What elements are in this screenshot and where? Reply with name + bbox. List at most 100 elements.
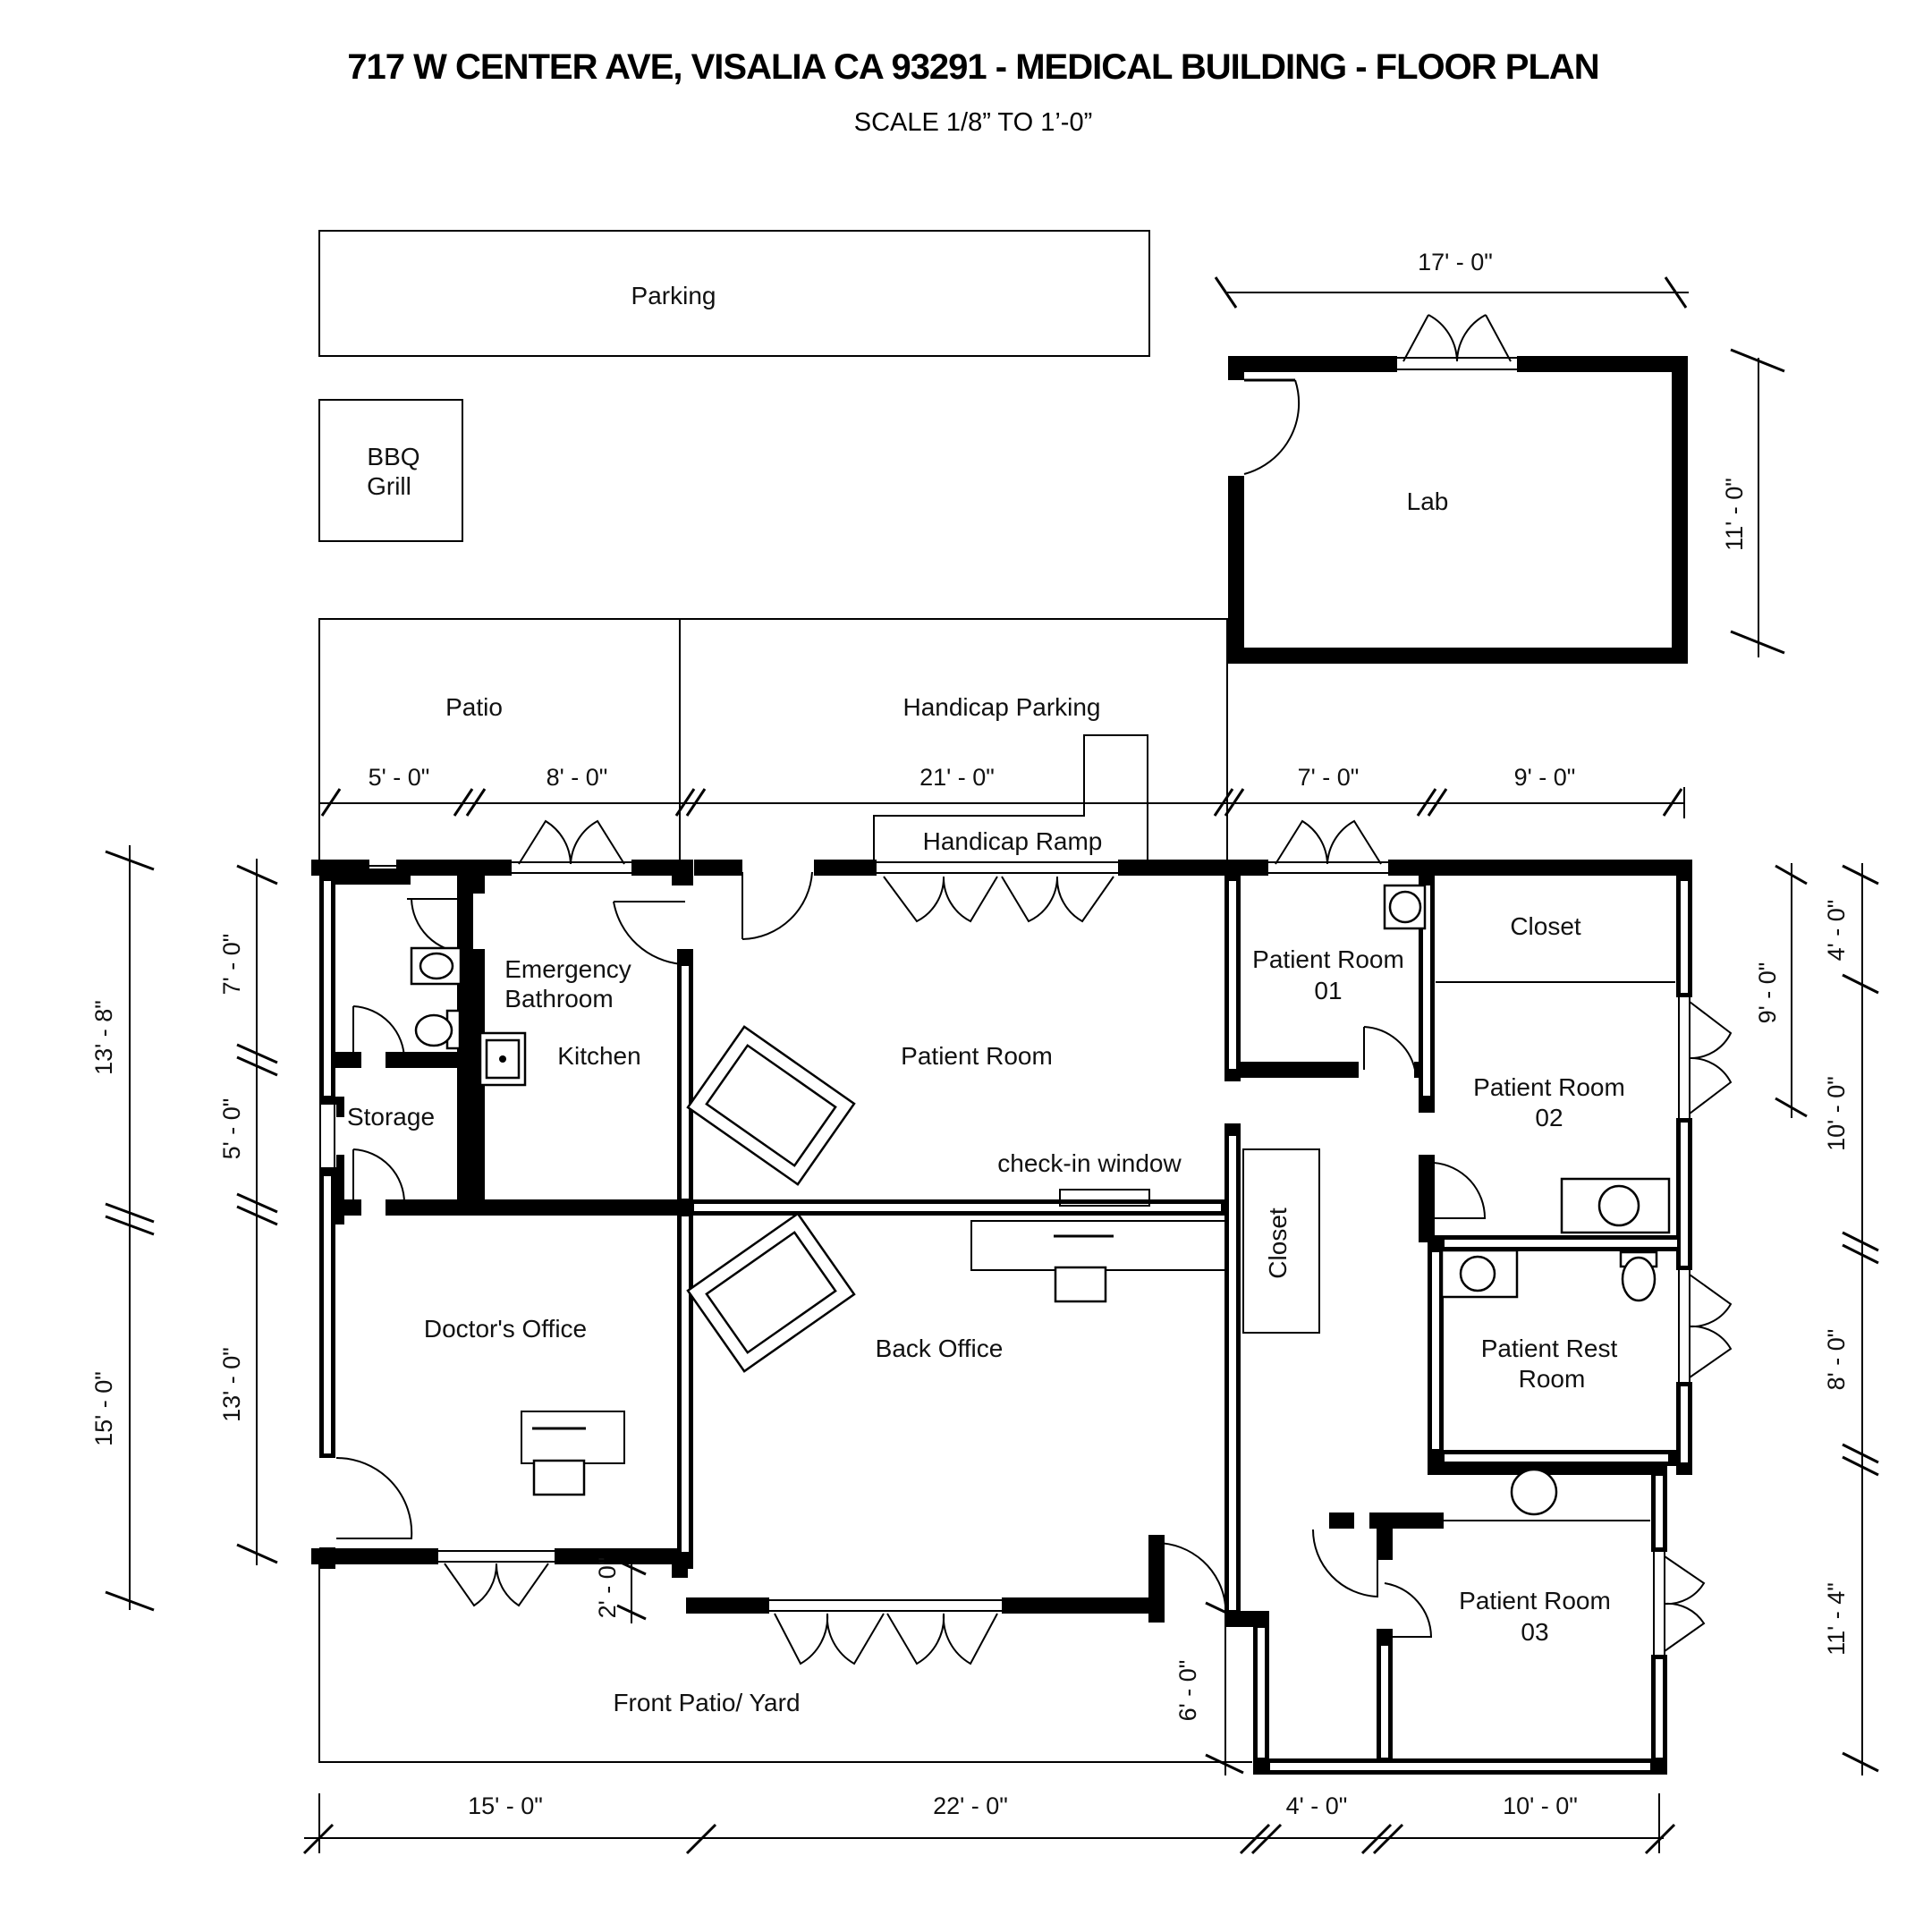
wall-cores: [324, 881, 1688, 1770]
patient-rest-room-label-2: Room: [1519, 1365, 1586, 1393]
lab-label: Lab: [1407, 487, 1449, 515]
reception-desk: [970, 1220, 1227, 1271]
front-patio-area: [318, 1561, 1252, 1763]
doctors-chair: [532, 1427, 586, 1496]
patient-room-top-windows: [877, 859, 1118, 923]
bbq-grill: [318, 399, 463, 542]
corridor-depth-dimension: [1205, 1601, 1244, 1775]
bbq-label-line1: BBQ: [367, 443, 419, 470]
check-in-window: [1059, 1189, 1150, 1207]
patient-room-01-label-1: Patient Room: [1252, 945, 1404, 973]
doctors-desk: [521, 1411, 625, 1464]
right-dim-9: 9' - 0": [1754, 962, 1781, 1024]
kitchen-label: Kitchen: [557, 1042, 640, 1070]
plan-title: 717 W CENTER AVE, VISALIA CA 93291 - MED…: [347, 47, 1598, 87]
parking-label: Parking: [631, 282, 716, 309]
storage-doors: [318, 1005, 406, 1204]
sink-room-02: [1560, 1177, 1671, 1234]
emergency-bathroom-label-1: Emergency: [504, 955, 631, 983]
left-dim-13: 13' - 0": [218, 1347, 245, 1422]
closet-vertical: [1242, 1148, 1320, 1334]
kitchen-storage-walls: [399, 869, 485, 1216]
right-windows: [1650, 997, 1733, 1655]
corridor-door: [1311, 1529, 1433, 1638]
patient-room-03-label-1: Patient Room: [1459, 1587, 1611, 1614]
left-dim-13-8: 13' - 8": [90, 1000, 117, 1075]
lab-width-label: 17' - 0": [1418, 249, 1493, 275]
handicap-ramp-label: Handicap Ramp: [923, 827, 1103, 855]
top-dim-5: 5' - 0": [369, 764, 430, 791]
toilet-rest-room: [1619, 1250, 1658, 1302]
closet-vertical-label: Closet: [1264, 1208, 1292, 1279]
patient-room-label: Patient Room: [901, 1042, 1053, 1070]
check-in-window-label: check-in window: [997, 1149, 1182, 1177]
storage-label: Storage: [347, 1103, 435, 1131]
left-dim-5: 5' - 0": [218, 1098, 245, 1160]
sink-rest-room: [1440, 1249, 1519, 1299]
exam-table-back-office: [686, 1212, 856, 1373]
patient-room-01-top-door: [1268, 819, 1388, 877]
patient-room-02-label-1: Patient Room: [1473, 1073, 1625, 1101]
bottom-dim-4: 4' - 0": [1286, 1792, 1348, 1819]
patient-room-01-label-2: 01: [1314, 977, 1342, 1004]
back-office-exit-door: [1156, 1542, 1226, 1606]
patio-label: Patio: [445, 693, 503, 721]
doctors-office-door: [318, 1456, 413, 1547]
left-dim-7: 7' - 0": [218, 934, 245, 996]
patient-room-03-label-2: 03: [1521, 1618, 1548, 1646]
patio-area: [318, 618, 681, 867]
handicap-ramp: [873, 734, 1148, 860]
right-dim-8: 8' - 0": [1823, 1329, 1850, 1391]
patient-room-02-label-2: 02: [1535, 1104, 1563, 1131]
left-inner-dimension: [236, 859, 278, 1565]
handicap-parking-label: Handicap Parking: [902, 693, 1100, 721]
kitchen-top-door: [512, 819, 631, 877]
lab-width-dimension: [1214, 276, 1689, 309]
doctors-office-bottom-door: [438, 1547, 555, 1607]
bottom-dimension-chain: [302, 1793, 1676, 1855]
bottom-dim-15: 15' - 0": [468, 1792, 543, 1819]
sink-room-01: [1383, 884, 1427, 930]
top-dim-8: 8' - 0": [547, 764, 608, 791]
top-dim-7: 7' - 0": [1298, 764, 1360, 791]
back-office-bottom-windows: [769, 1597, 1002, 1665]
top-dim-21: 21' - 0": [919, 764, 995, 791]
reception-chair: [1054, 1234, 1114, 1303]
bbq-label-line2: Grill: [367, 472, 411, 500]
left-dim-15-0: 15' - 0": [90, 1371, 117, 1446]
doctors-office-label: Doctor's Office: [424, 1315, 587, 1343]
emergency-bathroom-label-2: Bathroom: [504, 985, 613, 1013]
lab-building: [1227, 314, 1688, 664]
top-dimension-chain: [318, 787, 1685, 818]
left-outer-dimension: [105, 845, 155, 1612]
sink-room-03: [1510, 1468, 1558, 1516]
back-office-label: Back Office: [876, 1335, 1004, 1362]
closet-top-label: Closet: [1510, 912, 1581, 940]
sink-emergency-bathroom: [410, 946, 462, 986]
bottom-dim-10: 10' - 0": [1503, 1792, 1578, 1819]
patient-room-entry-door: [741, 859, 814, 940]
patient-rest-room-label-1: Patient Rest: [1481, 1335, 1618, 1362]
exam-table-patient-room: [686, 1025, 856, 1186]
right-dim-4: 4' - 0": [1823, 900, 1850, 962]
dim-2: 2' - 0": [594, 1557, 621, 1619]
patient-room-02-door: [1426, 1158, 1487, 1219]
lab-height-label: 11' - 0": [1721, 478, 1748, 551]
patient-room-01-door: [1363, 1026, 1416, 1071]
top-dim-9: 9' - 0": [1514, 764, 1576, 791]
right-dimension-chain: [1775, 863, 1879, 1775]
emergency-bathroom-door: [407, 898, 466, 953]
right-dim-10: 10' - 0": [1823, 1076, 1850, 1151]
bottom-dim-22: 22' - 0": [933, 1792, 1008, 1819]
dim-6: 6' - 0": [1174, 1660, 1201, 1722]
kitchen-inner-door: [613, 886, 698, 965]
toilet-emergency-bathroom: [414, 1009, 462, 1050]
front-patio-label: Front Patio/ Yard: [613, 1689, 800, 1716]
handicap-parking-area: [680, 618, 1228, 860]
kitchen-sink: [479, 1031, 527, 1087]
plan-scale: SCALE 1/8” TO 1’-0”: [854, 108, 1092, 137]
lab-height-dimension: [1730, 348, 1785, 657]
right-dim-11-4: 11' - 4": [1823, 1582, 1850, 1656]
parking-area: [318, 230, 1150, 357]
